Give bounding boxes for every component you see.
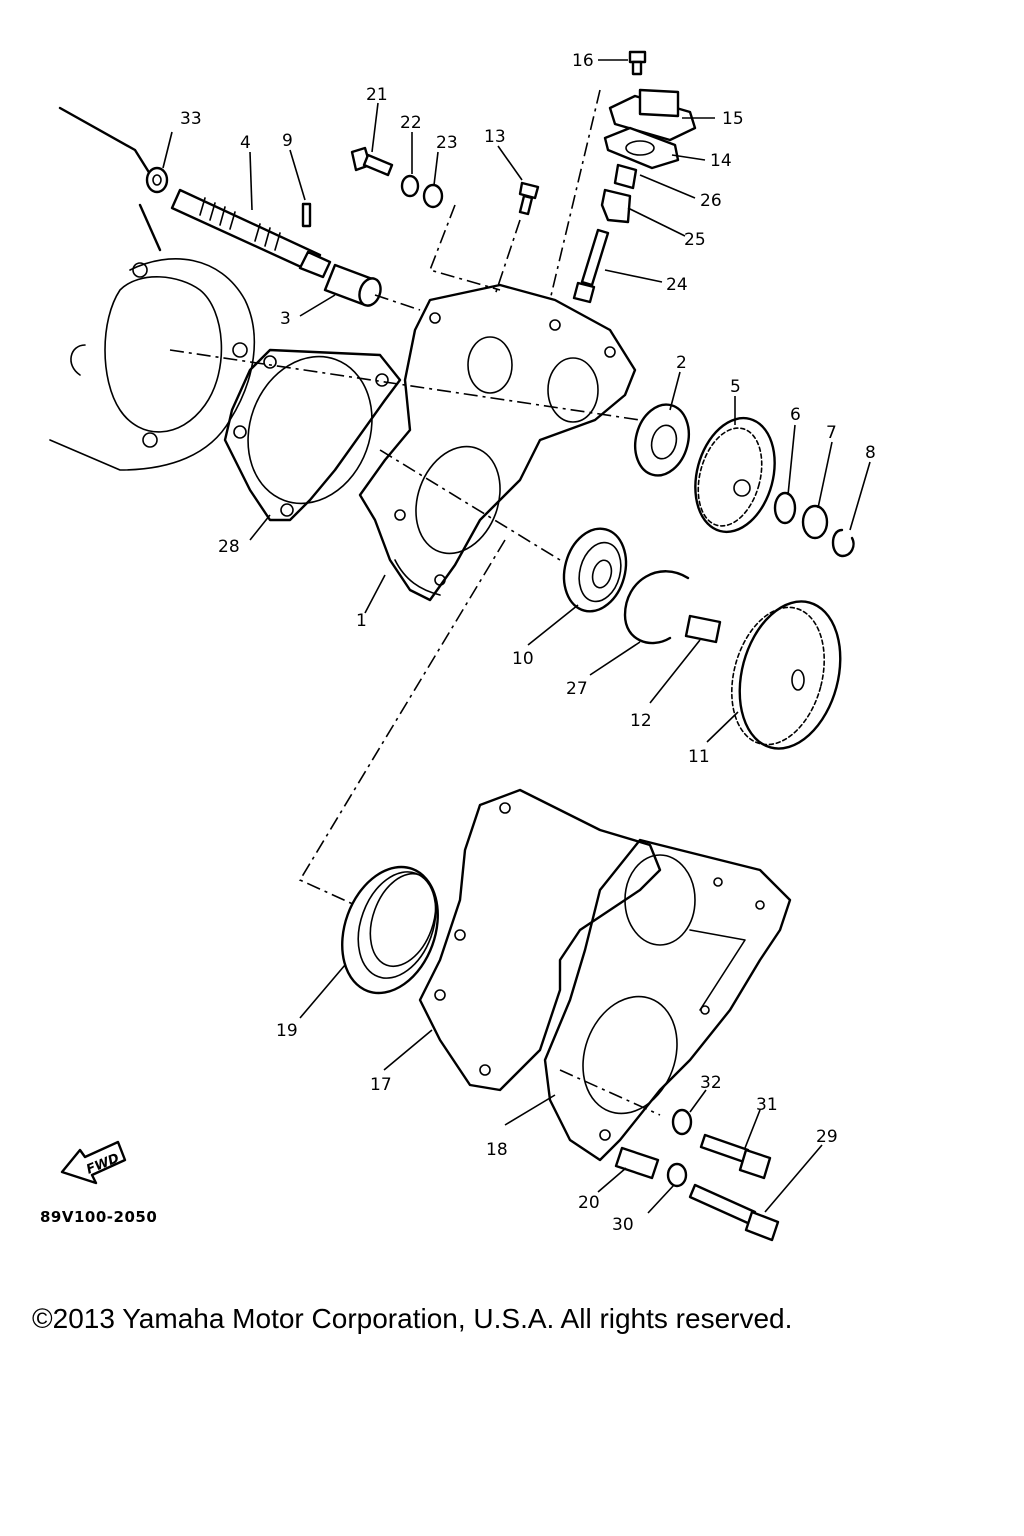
callout-15: 15 (722, 109, 744, 129)
part-9-pin (301, 202, 312, 228)
callout-27: 27 (566, 679, 588, 699)
leader-lines (162, 59, 871, 1214)
part-16-screw (628, 50, 647, 76)
part-3-bushing (323, 263, 382, 307)
part-13-screw (518, 181, 540, 216)
part-8-clip (831, 528, 855, 558)
callout-19: 19 (276, 1021, 298, 1041)
part-30-washer (666, 1162, 688, 1188)
callout-18: 18 (486, 1140, 508, 1160)
part-5-gear (694, 416, 776, 534)
callout-6: 6 (790, 405, 801, 425)
part-33-washer (145, 166, 169, 194)
callout-5: 5 (730, 377, 741, 397)
copyright-notice: ©2013 Yamaha Motor Corporation, U.S.A. A… (32, 1303, 793, 1334)
part-21-bolt (350, 146, 394, 177)
part-1-housing (358, 283, 637, 602)
callout-10: 10 (512, 649, 534, 669)
engine-case-outline (49, 106, 256, 471)
callout-22: 22 (400, 113, 422, 133)
part-25-bushing (600, 188, 632, 224)
callout-31: 31 (756, 1095, 778, 1115)
callout-numbers: 33 4 9 21 22 23 13 16 15 14 26 25 24 3 2… (180, 51, 876, 1235)
part-19-oil-seal (341, 865, 439, 995)
part-10-bearing (562, 527, 628, 613)
callout-16: 16 (572, 51, 594, 71)
part-15-housing (608, 88, 697, 142)
callout-23: 23 (436, 133, 458, 153)
part-12-pin (684, 614, 722, 644)
part-17-gasket (418, 788, 662, 1092)
callout-17: 17 (370, 1075, 392, 1095)
part-23-washer (422, 183, 444, 209)
callout-32: 32 (700, 1073, 722, 1093)
callout-28: 28 (218, 537, 240, 557)
callout-24: 24 (666, 275, 688, 295)
callout-1: 1 (356, 611, 367, 631)
part-26-seal (613, 163, 638, 190)
exploded-parts-diagram: 33 4 9 21 22 23 13 16 15 14 26 25 24 3 2… (49, 50, 876, 1242)
part-24-gear-shaft (572, 228, 610, 304)
part-7-washer (801, 504, 829, 540)
part-11-gear (730, 600, 842, 750)
callout-33: 33 (180, 109, 202, 129)
callout-13: 13 (484, 127, 506, 147)
callout-4: 4 (240, 133, 251, 153)
callout-12: 12 (630, 711, 652, 731)
part-2-bearing (634, 403, 690, 477)
callout-20: 20 (578, 1193, 600, 1213)
callout-8: 8 (865, 443, 876, 463)
part-32-washer (671, 1108, 693, 1136)
callout-30: 30 (612, 1215, 634, 1235)
callout-26: 26 (700, 191, 722, 211)
part-22-washer (400, 174, 420, 198)
part-14-gasket (603, 126, 680, 170)
callout-21: 21 (366, 85, 388, 105)
diagram-code: 89V100-2050 (40, 1208, 158, 1226)
callout-25: 25 (684, 230, 706, 250)
callout-9: 9 (282, 131, 293, 151)
part-4-shaft (170, 188, 332, 279)
part-18-cover (543, 838, 792, 1162)
callout-2: 2 (676, 353, 687, 373)
part-27-circlip (623, 570, 690, 645)
callout-3: 3 (280, 309, 291, 329)
part-29-bolt (688, 1183, 780, 1242)
alignment-lines (169, 89, 661, 1116)
part-6-collar (773, 491, 797, 525)
fwd-arrow-icon: FWD (60, 1140, 127, 1185)
callout-7: 7 (826, 423, 837, 443)
part-31-bolt (699, 1133, 772, 1180)
part-20-dowel (614, 1146, 660, 1180)
callout-14: 14 (710, 151, 732, 171)
callout-11: 11 (688, 747, 710, 767)
callout-29: 29 (816, 1127, 838, 1147)
